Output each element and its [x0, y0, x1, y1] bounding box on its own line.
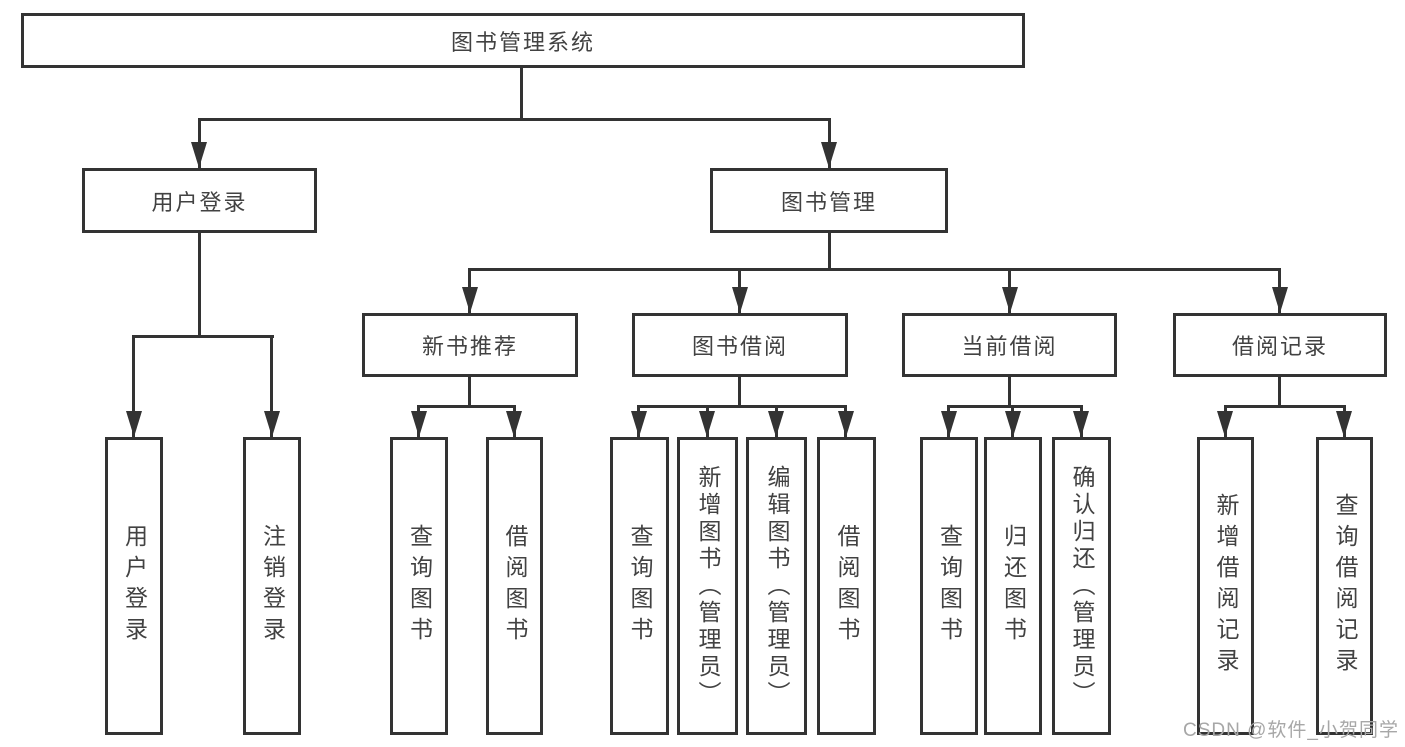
connector-stem — [198, 233, 201, 338]
node-label: 查询图书 — [936, 524, 963, 648]
connector-bar — [1224, 405, 1346, 408]
leaf-records-add-record: 新增借阅记录 — [1197, 437, 1254, 735]
connector-stem — [1278, 377, 1281, 408]
leaf-records-query-record: 查询借阅记录 — [1316, 437, 1373, 735]
arrow-down-icon — [462, 287, 478, 313]
node-new-book-recommendation: 新书推荐 — [362, 313, 578, 377]
arrow-down-icon — [732, 287, 748, 313]
node-label: 图书管理 — [780, 189, 877, 215]
node-library-system: 图书管理系统 — [21, 13, 1025, 68]
connector-bar — [637, 405, 847, 408]
leaf-borrow-add-books-admin: 新增图书（管理员） — [677, 437, 738, 735]
arrow-down-icon — [126, 411, 142, 437]
node-label: 用户登录 — [121, 524, 148, 648]
connector-stem — [828, 233, 831, 271]
node-label: 借阅记录 — [1231, 334, 1328, 359]
node-label: 当前借阅 — [961, 334, 1058, 359]
node-label: 查询图书 — [406, 524, 433, 648]
connector-drop — [270, 335, 273, 437]
connector-stem — [468, 377, 471, 408]
arrow-down-icon — [821, 142, 837, 168]
node-borrowing-records: 借阅记录 — [1173, 313, 1387, 377]
connector-stem — [738, 377, 741, 408]
connector-level3-bar — [468, 268, 1281, 271]
node-label: 新增图书（管理员） — [695, 464, 721, 708]
connector-bar — [132, 335, 274, 338]
node-label: 查询图书 — [627, 524, 653, 648]
node-label: 新书推荐 — [421, 334, 518, 359]
connector-root-stem — [520, 68, 523, 121]
arrow-down-icon — [191, 142, 207, 168]
leaf-newrec-query-books: 查询图书 — [390, 437, 448, 735]
connector-level1-bar — [198, 118, 830, 121]
arrow-down-icon — [506, 411, 522, 437]
arrow-down-icon — [941, 411, 957, 437]
node-label: 编辑图书（管理员） — [764, 464, 790, 708]
connector-drop — [132, 335, 135, 437]
leaf-borrow-query-books: 查询图书 — [610, 437, 669, 735]
connector-bar — [947, 405, 1083, 408]
arrow-down-icon — [1005, 411, 1021, 437]
watermark-csdn: CSDN @软件_小贺同学 — [1183, 720, 1399, 741]
leaf-logout: 注销登录 — [243, 437, 301, 735]
node-label: 新增借阅记录 — [1213, 493, 1239, 679]
leaf-borrow-borrow-books: 借阅图书 — [817, 437, 876, 735]
node-label: 借阅图书 — [834, 524, 860, 648]
node-label: 用户登录 — [151, 189, 248, 215]
node-book-management: 图书管理 — [710, 168, 948, 233]
node-book-borrowing: 图书借阅 — [632, 313, 848, 377]
node-label: 归还图书 — [1000, 524, 1027, 648]
leaf-user-login: 用户登录 — [105, 437, 163, 735]
arrow-down-icon — [1002, 287, 1018, 313]
arrow-down-icon — [264, 411, 280, 437]
arrow-down-icon — [631, 411, 647, 437]
arrow-down-icon — [1217, 411, 1233, 437]
leaf-current-query-books: 查询图书 — [920, 437, 978, 735]
arrow-down-icon — [838, 411, 854, 437]
node-current-borrowing: 当前借阅 — [902, 313, 1117, 377]
arrow-down-icon — [411, 411, 427, 437]
arrow-down-icon — [768, 411, 784, 437]
node-label: 图书借阅 — [691, 334, 788, 359]
node-label: 图书管理系统 — [450, 29, 595, 55]
leaf-borrow-edit-books-admin: 编辑图书（管理员） — [746, 437, 807, 735]
node-label: 确认归还（管理员） — [1069, 464, 1095, 708]
leaf-current-confirm-return-admin: 确认归还（管理员） — [1052, 437, 1111, 735]
arrow-down-icon — [1073, 411, 1089, 437]
node-label: 查询借阅记录 — [1332, 493, 1358, 679]
arrow-down-icon — [1336, 411, 1352, 437]
connector-bar — [417, 405, 516, 408]
node-label: 借阅图书 — [502, 524, 528, 648]
connector-stem — [1008, 377, 1011, 408]
node-label: 注销登录 — [259, 524, 286, 648]
node-user-login: 用户登录 — [82, 168, 317, 233]
arrow-down-icon — [699, 411, 715, 437]
leaf-newrec-borrow-books: 借阅图书 — [486, 437, 543, 735]
arrow-down-icon — [1272, 287, 1288, 313]
leaf-current-return-books: 归还图书 — [984, 437, 1042, 735]
